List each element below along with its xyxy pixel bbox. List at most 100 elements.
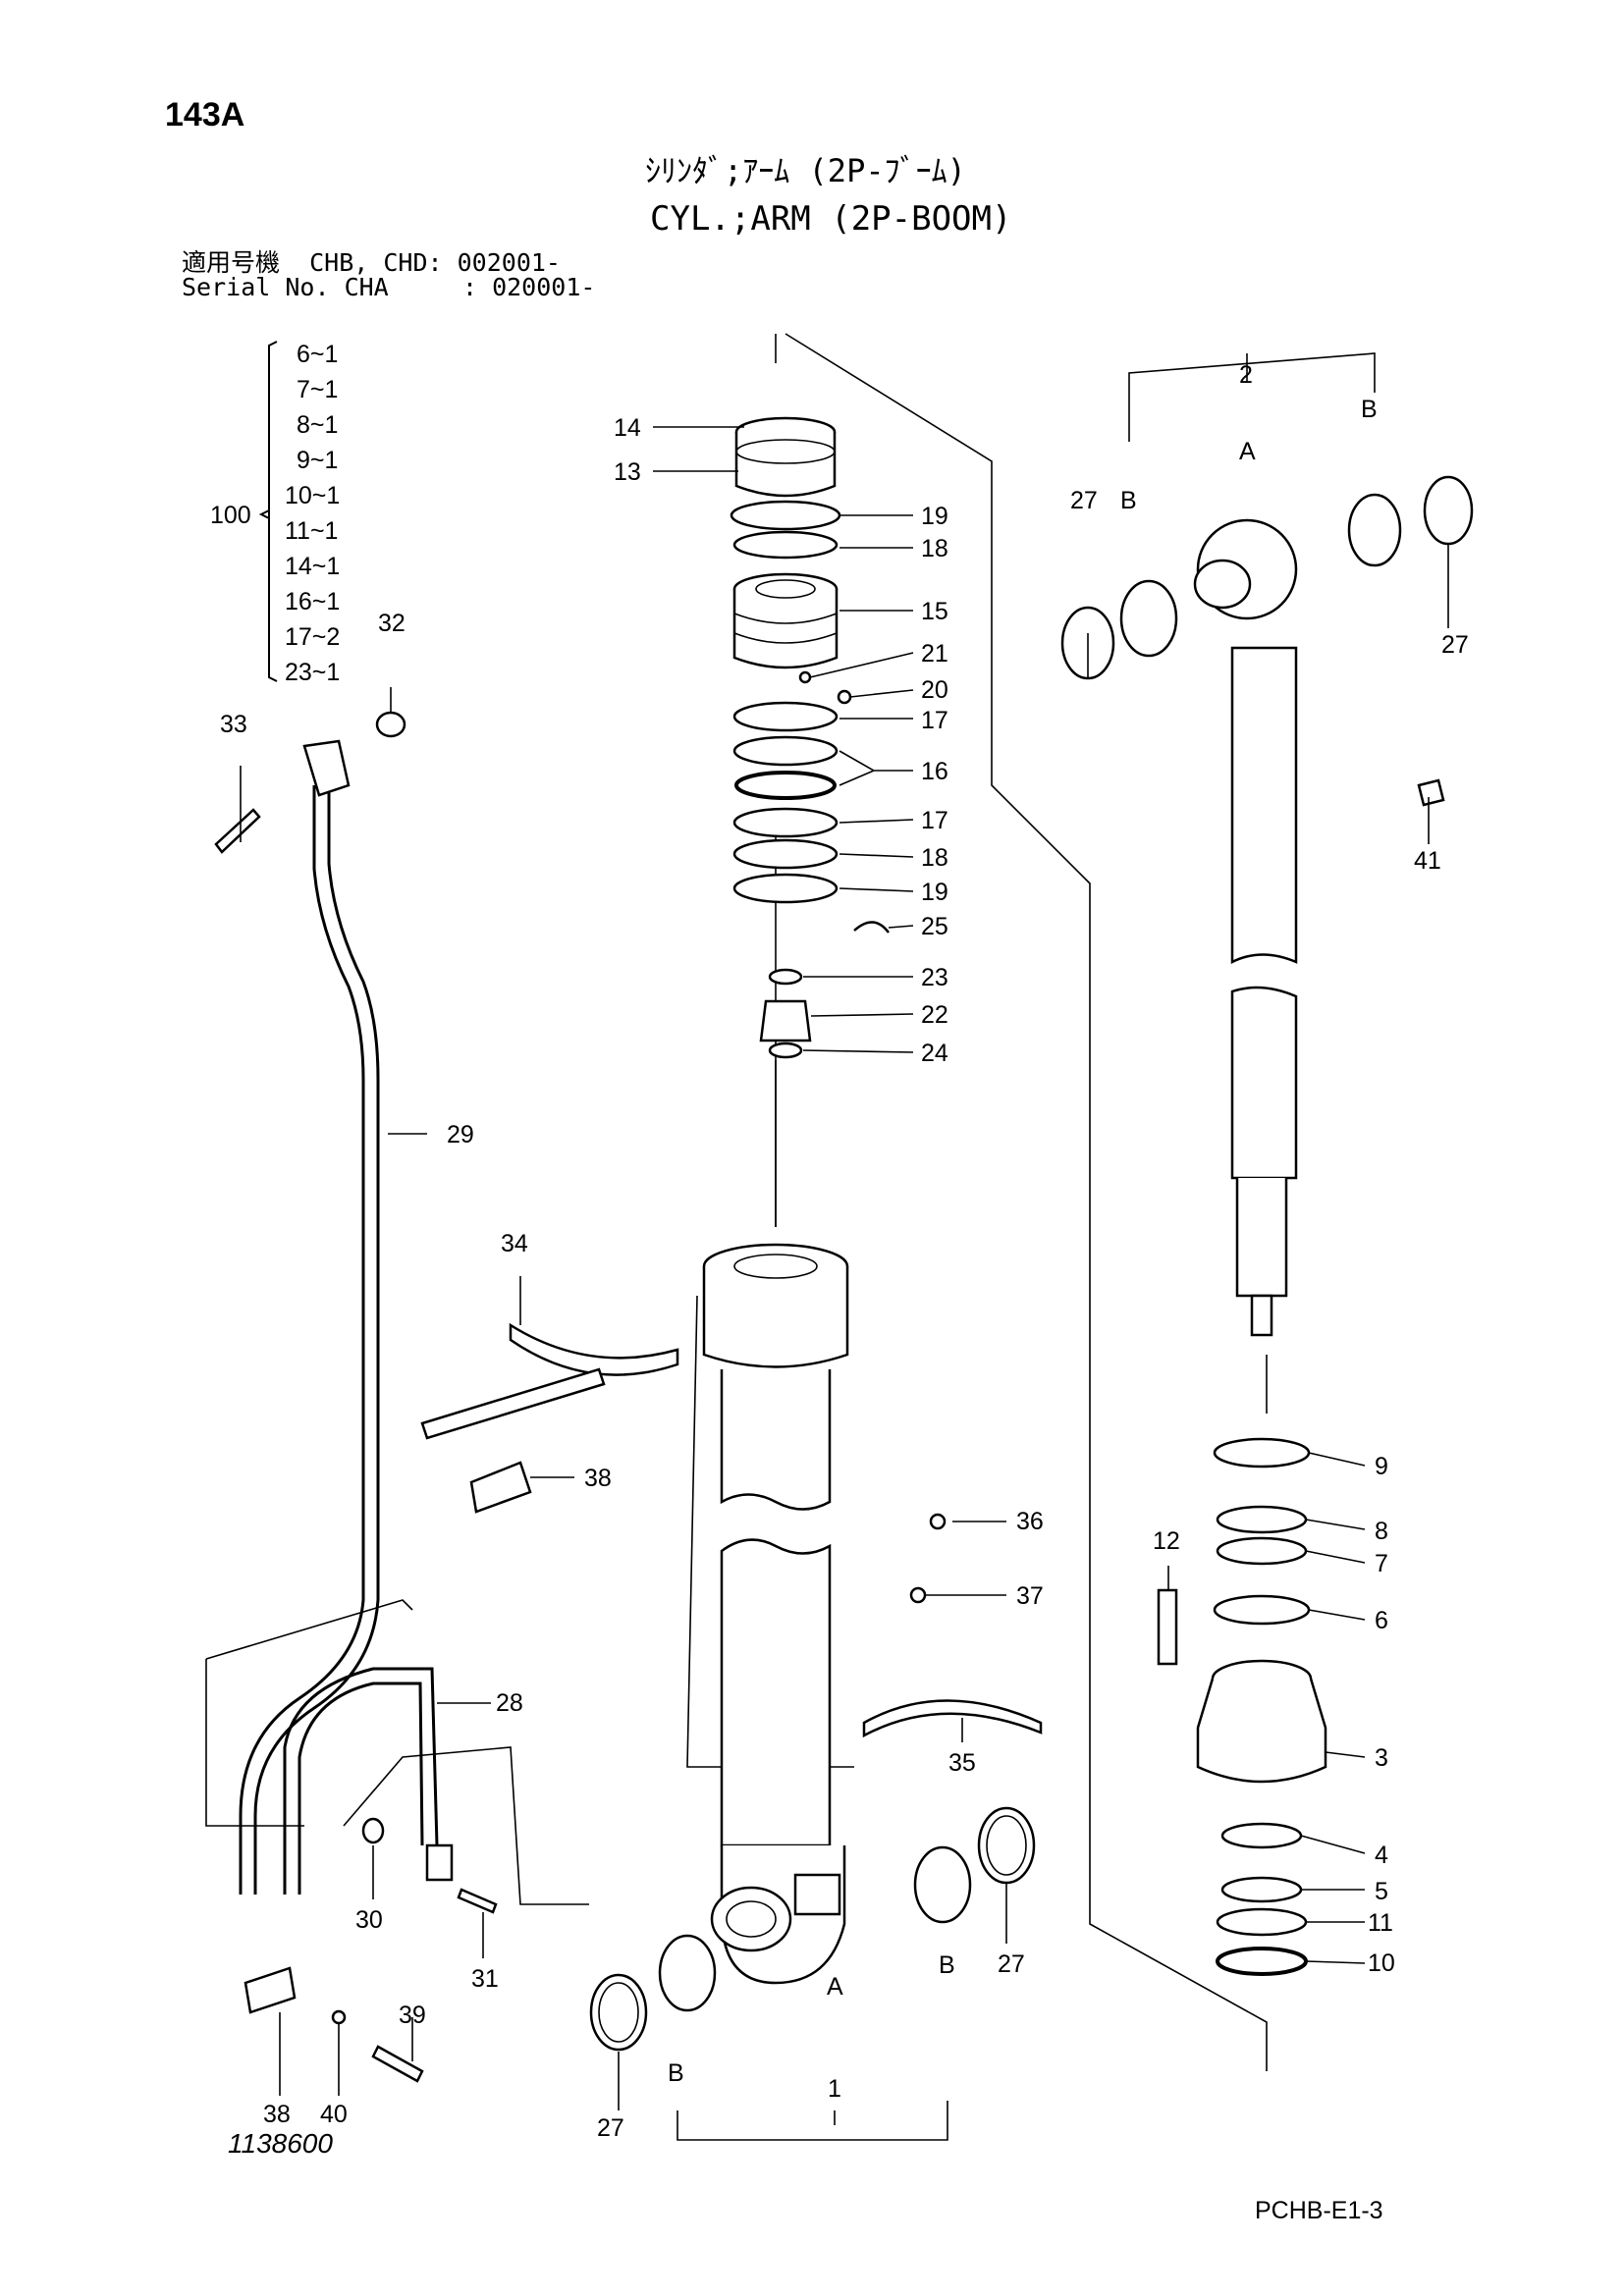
cylinder-tube-part-1	[702, 1243, 849, 1985]
seal-part-27-upper-right	[1423, 475, 1474, 546]
clamp-part-38-lower	[244, 1966, 297, 2014]
ring-part-4	[1220, 1822, 1303, 1849]
kit-item: 8~1	[297, 411, 338, 439]
kit-item: 14~1	[285, 553, 340, 580]
label-part-20: 20	[921, 676, 948, 704]
label-part-40: 40	[320, 2101, 348, 2128]
serial-applicability-line: 適用号機 CHB, CHD: 002001-	[182, 248, 561, 277]
seal-ring-part-16b	[734, 771, 837, 800]
ring-part-5	[1220, 1876, 1303, 1903]
kit-item: 11~1	[285, 517, 338, 545]
kit-item: 10~1	[285, 482, 340, 509]
label-part-34: 34	[501, 1230, 528, 1257]
label-part-27: 27	[1070, 487, 1098, 514]
ring-part-6	[1213, 1594, 1311, 1626]
bushing-lower-left	[658, 1934, 717, 2012]
label-part-27: 27	[597, 2114, 624, 2142]
grease-fitting-part-41	[1417, 778, 1445, 807]
label-part-3: 3	[1375, 1744, 1388, 1772]
kit-number: 100	[210, 502, 251, 529]
kit-item: 6~1	[297, 341, 338, 368]
label-part-25: 25	[921, 913, 948, 940]
callout-a-bottom: A	[827, 1973, 843, 2001]
label-part-27: 27	[1441, 631, 1469, 659]
ring-part-19b	[732, 873, 839, 904]
washer-part-40	[331, 2009, 347, 2025]
label-part-17: 17	[921, 707, 948, 734]
snap-ring-part-25	[853, 921, 890, 934]
leader-lines	[240, 352, 1449, 2141]
label-part-2: 2	[1239, 361, 1253, 389]
clamp-pipe-part-28	[425, 1843, 454, 1882]
ring-part-11	[1216, 1907, 1308, 1937]
label-part-8: 8	[1375, 1518, 1388, 1545]
piston-stack	[1157, 1437, 1327, 1976]
kit-item: 23~1	[285, 659, 340, 686]
o-ring-part-30	[361, 1817, 385, 1844]
bolt-part-31	[457, 1888, 498, 1914]
label-part-17: 17	[921, 807, 948, 834]
label-part-5: 5	[1375, 1878, 1388, 1905]
bolt-part-39	[371, 2045, 424, 2083]
callout-b-top-right: B	[1361, 396, 1378, 423]
label-part-27: 27	[998, 1950, 1025, 1978]
clamp-part-38-upper	[469, 1461, 532, 1514]
ball-part-21	[798, 670, 812, 684]
kit-item: 7~1	[297, 376, 338, 403]
ring-part-18b	[732, 838, 839, 870]
sheet-reference: PCHB-E1-3	[1255, 2197, 1383, 2224]
label-part-1: 1	[828, 2075, 841, 2103]
label-part-30: 30	[355, 1906, 383, 1934]
label-part-18: 18	[921, 844, 948, 872]
serial-number-line: Serial No. CHA : 020001-	[182, 273, 596, 301]
part-labels: 14 13 19 18 15 21 20 17 16 17 18 19 25 2…	[220, 361, 1469, 2142]
page-code: 143A	[165, 96, 245, 133]
ring-part-19	[730, 500, 841, 531]
label-part-11: 11	[1368, 1909, 1393, 1937]
callout-b-top-left: B	[1120, 487, 1137, 514]
ring-part-23	[768, 968, 803, 986]
label-part-24: 24	[921, 1040, 948, 1067]
label-part-29: 29	[447, 1121, 474, 1148]
label-part-31: 31	[471, 1965, 499, 1993]
label-part-22: 22	[921, 1001, 948, 1029]
piping	[214, 711, 498, 1914]
label-part-9: 9	[1375, 1453, 1388, 1480]
label-part-28: 28	[496, 1689, 523, 1717]
nut-part-22	[759, 999, 812, 1042]
label-part-39: 39	[399, 2002, 426, 2029]
drawing-number: 1138600	[228, 2128, 333, 2159]
label-part-7: 7	[1375, 1550, 1388, 1577]
kit-item: 9~1	[297, 447, 338, 474]
piston-rod-part-2	[1060, 475, 1474, 1337]
label-part-38: 38	[263, 2101, 291, 2128]
kit-list: 100 6~1 7~1 8~1 9~1 10~1 11~1 14~1 16~1 …	[210, 341, 340, 686]
label-part-35: 35	[948, 1749, 976, 1777]
label-part-38: 38	[584, 1465, 612, 1492]
kit-item: 17~2	[285, 623, 340, 651]
bolt-part-33	[214, 808, 261, 854]
label-part-41: 41	[1414, 847, 1441, 875]
lower-bushings-and-seals	[589, 1806, 1036, 2052]
label-part-18: 18	[921, 535, 948, 562]
o-ring-part-32	[375, 711, 406, 738]
title-japanese: ｼﾘﾝﾀﾞ;ｱｰﾑ (2P-ﾌﾞｰﾑ)	[645, 152, 966, 189]
seal-ring-part-16a	[732, 735, 839, 767]
o-ring-part-10	[1216, 1947, 1308, 1976]
label-part-32: 32	[378, 610, 406, 637]
ring-part-7	[1216, 1536, 1308, 1566]
label-part-4: 4	[1375, 1842, 1388, 1869]
callout-b-bottom-right: B	[939, 1951, 955, 1979]
bushing-lower-right	[913, 1845, 972, 1924]
callout-b-bottom-left: B	[668, 2059, 684, 2087]
seal-ring-part-17	[732, 701, 839, 732]
port-block	[793, 1873, 841, 1916]
label-part-21: 21	[921, 640, 948, 667]
title-english: CYL.;ARM (2P-BOOM)	[650, 199, 1012, 239]
label-part-37: 37	[1016, 1582, 1044, 1610]
label-part-19: 19	[921, 879, 948, 906]
label-part-23: 23	[921, 964, 948, 991]
label-part-6: 6	[1375, 1607, 1388, 1634]
center-head-seal-stack	[730, 416, 890, 1227]
